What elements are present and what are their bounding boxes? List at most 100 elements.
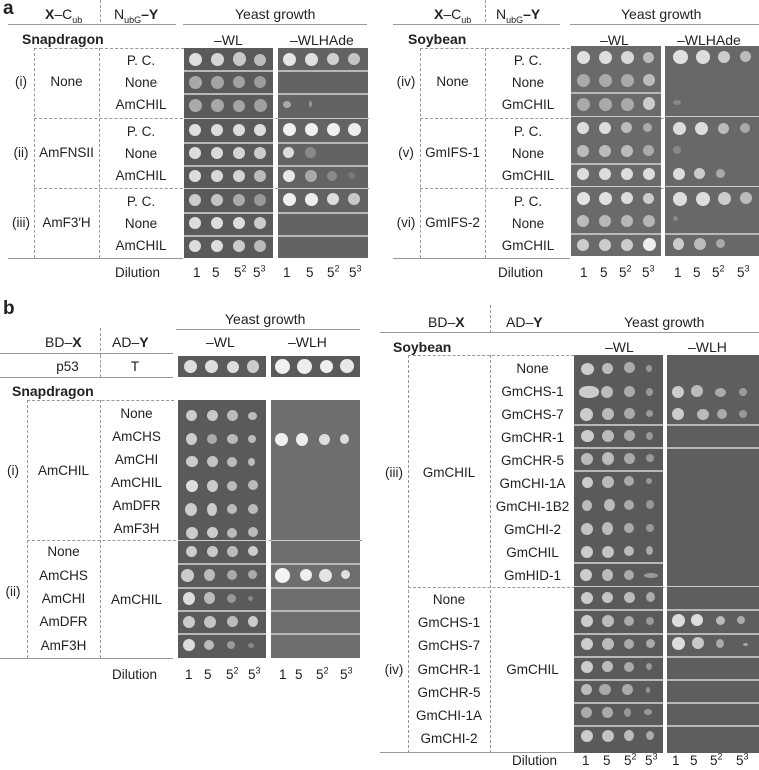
row-y: None xyxy=(511,216,545,231)
plate-wl xyxy=(574,355,663,753)
row-y: P. C. xyxy=(126,194,156,209)
medium-wlhade: –WLHAde xyxy=(677,32,741,48)
group-roman: (iv) xyxy=(396,74,416,89)
header-rule xyxy=(176,329,360,330)
row-y: None xyxy=(124,75,158,90)
row-y: GmCHIL xyxy=(501,168,555,183)
row-x: GmCHI-1A xyxy=(415,708,482,723)
dilution-tick: 5 xyxy=(600,265,608,280)
column-divider xyxy=(420,48,421,258)
dilution-tick: 52 xyxy=(226,665,239,682)
dilution-label: Dilution xyxy=(112,667,158,682)
plate-control-wlh xyxy=(271,356,360,377)
row-y: AmCHS xyxy=(112,429,161,444)
header-rule xyxy=(0,377,173,378)
yeast-growth-header: Yeast growth xyxy=(621,6,702,22)
species-soybean: Soybean xyxy=(393,339,452,355)
dilution-tick: 5 xyxy=(693,265,701,280)
row-y: GmHID-1 xyxy=(504,568,561,583)
dilution-tick: 52 xyxy=(316,665,329,682)
species-snapdragon: Snapdragon xyxy=(12,383,94,399)
group-y: AmCHIL xyxy=(110,592,162,607)
dilution-tick: 52 xyxy=(327,263,340,280)
dilution-tick: 53 xyxy=(248,665,261,682)
medium-wlhade: –WLHAde xyxy=(290,32,354,48)
group-divider xyxy=(408,355,574,356)
row-y: GmCHR-1 xyxy=(501,430,564,445)
header-divider xyxy=(490,305,491,333)
row-x: AmCHI xyxy=(41,591,86,606)
header-divider xyxy=(100,328,101,356)
group-x: None xyxy=(50,74,83,89)
row-y: P. C. xyxy=(513,53,543,68)
row-y: P. C. xyxy=(513,194,543,209)
row-y: GmCHIL xyxy=(506,545,559,560)
header-rule xyxy=(0,353,173,354)
dilution-tick: 1 xyxy=(580,265,588,280)
header-rule xyxy=(393,24,560,25)
medium-wl: –WL xyxy=(605,339,634,355)
header-rule xyxy=(570,24,759,25)
row-y: GmCHR-5 xyxy=(501,453,564,468)
col-header-nubg-y: NubG–Y xyxy=(114,6,159,25)
row-y: None xyxy=(511,75,545,90)
yeast-growth-header: Yeast growth xyxy=(235,6,316,22)
group-x: AmFNSII xyxy=(39,145,94,160)
row-y: AmCHI xyxy=(114,452,159,467)
plate-wlh xyxy=(271,400,360,658)
group-x: AmCHIL xyxy=(37,463,89,478)
row-x: AmDFR xyxy=(39,614,88,629)
medium-wlh: –WLH xyxy=(688,339,727,355)
dilution-tick: 1 xyxy=(193,265,201,280)
dilution-tick: 1 xyxy=(582,753,590,768)
row-x: GmCHS-7 xyxy=(417,638,481,653)
dilution-tick: 52 xyxy=(619,263,632,280)
row-y: P. C. xyxy=(126,53,156,68)
plate-wlhade xyxy=(278,48,368,258)
dilution-tick: 5 xyxy=(306,265,314,280)
plate-wlhade xyxy=(665,46,759,256)
dilution-tick: 1 xyxy=(185,667,193,682)
dilution-tick: 53 xyxy=(253,263,266,280)
col-header-ad-y: AD–Y xyxy=(506,314,543,330)
header-rule xyxy=(8,24,176,25)
plate-wl xyxy=(184,48,273,258)
col-header-ad-y: AD–Y xyxy=(112,334,149,350)
header-rule xyxy=(183,24,367,25)
group-roman: (i) xyxy=(7,463,19,478)
row-x: AmCHS xyxy=(39,568,88,583)
col-header-bd-x: BD–X xyxy=(45,334,82,350)
group-divider xyxy=(420,48,570,49)
col-header-x-cub: X–Cub xyxy=(434,6,472,25)
column-divider xyxy=(34,48,35,258)
plate-wl xyxy=(571,46,661,256)
row-x: GmCHR-1 xyxy=(417,662,481,677)
col-header-x-cub: X–Cub xyxy=(45,6,83,25)
dilution-tick: 1 xyxy=(283,265,291,280)
row-x: GmCHI-2 xyxy=(420,731,478,746)
row-y: None xyxy=(120,406,153,421)
dilution-tick: 53 xyxy=(349,263,362,280)
column-divider xyxy=(485,48,486,258)
panel-a-letter: a xyxy=(3,0,14,19)
dilution-tick: 52 xyxy=(624,751,637,768)
row-y: GmCHIL xyxy=(501,238,555,253)
dilution-label: Dilution xyxy=(512,753,558,768)
group-x: None xyxy=(436,74,469,89)
row-y: AmCHIL xyxy=(110,475,162,490)
dilution-label: Dilution xyxy=(115,265,161,280)
plate-wl xyxy=(178,400,266,658)
plate-control-wl xyxy=(178,356,266,377)
row-x: AmF3H xyxy=(40,638,87,653)
dilution-tick: 52 xyxy=(712,263,725,280)
col-header-bd-x: BD–X xyxy=(428,314,465,330)
dilution-tick: 53 xyxy=(642,263,655,280)
row-y: None xyxy=(511,146,545,161)
control-x: p53 xyxy=(56,359,79,374)
row-y: AmF3H xyxy=(113,521,160,536)
group-roman: (i) xyxy=(15,74,27,89)
column-divider xyxy=(100,400,101,658)
dilution-tick: 53 xyxy=(340,665,353,682)
column-divider xyxy=(490,355,491,753)
row-y: GmCHI-1B2 xyxy=(495,499,570,514)
